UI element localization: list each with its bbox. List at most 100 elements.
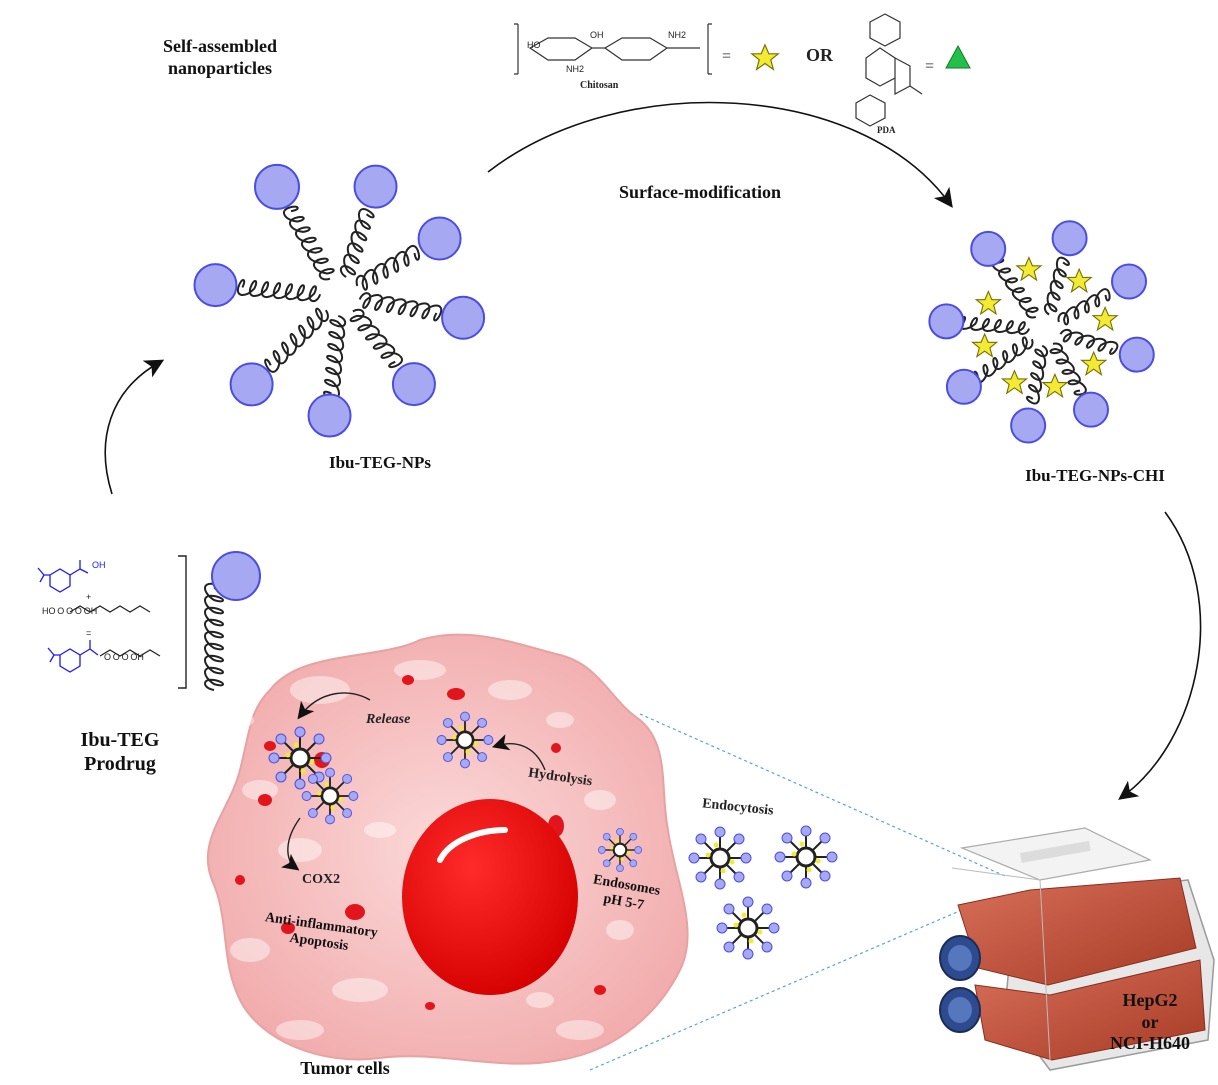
peg-sphere (1010, 407, 1047, 444)
chem-teg: HO O O O OH (42, 606, 98, 616)
vesicle (584, 790, 616, 810)
label-pda: PDA (877, 125, 896, 135)
label-cell-lines: HepG2 or NCI-H640 (1090, 990, 1210, 1055)
arrow-release (297, 692, 371, 720)
chem-oh-chitosan: OH (590, 30, 604, 40)
cell-vesicles (226, 660, 634, 1040)
np-release-2 (300, 766, 360, 826)
label-surface-modification: Surface-modification (619, 182, 781, 202)
chem-ibu-oh: OH (92, 560, 106, 570)
np-hydrolysis (435, 710, 495, 770)
peg-sphere (970, 230, 1007, 267)
peg-sphere (417, 216, 462, 261)
peg-sphere (353, 164, 398, 209)
flask-cap-bottom (939, 987, 981, 1033)
label-equals-chitosan: = (722, 48, 732, 65)
polymer-arm (264, 307, 329, 373)
chem-eq: = (86, 628, 92, 638)
prodrug-sphere (211, 551, 261, 601)
polymer-arm (972, 336, 1034, 384)
arrow-hydrolysis (491, 734, 546, 771)
peg-sphere (391, 362, 436, 407)
vesicle (290, 676, 350, 704)
polymer-arm (1025, 344, 1049, 405)
label-equals-pda: = (925, 58, 935, 75)
polymer-arm (349, 308, 403, 369)
vesicle (230, 938, 270, 962)
label-ibu-teg-nps-chi: Ibu-TEG-NPs-CHI (1025, 466, 1165, 485)
polymer-arm (1057, 288, 1111, 326)
vesicle (364, 822, 396, 838)
polymer-arm (991, 257, 1039, 319)
label-self-assembled: Self-assembled nanoparticles (163, 36, 277, 78)
vesicle (332, 978, 388, 1002)
peg-sphere (1073, 391, 1109, 428)
vesicle (526, 992, 554, 1008)
np-endocytosis-1 (687, 825, 753, 891)
chitosan-star (975, 290, 1002, 315)
label-ibu-teg-prodrug: Ibu-TEG Prodrug (50, 728, 190, 776)
peg-sphere (441, 295, 486, 340)
vesicle (488, 680, 532, 700)
polymer-arm (355, 244, 420, 291)
polymer-arm (358, 292, 443, 322)
np-endocytosis-2 (773, 824, 839, 890)
label-nci: NCI-H640 (1110, 1033, 1190, 1054)
arrow-np-to-cells (1118, 511, 1202, 800)
vesicle (242, 780, 278, 800)
pda-structure (855, 13, 923, 127)
label-release: Release (366, 712, 411, 727)
polymer-arm (1049, 342, 1087, 396)
vesicle (276, 1020, 324, 1040)
label-tumor-cells: Tumor cells (300, 1058, 390, 1078)
label-ibu-teg: Ibu-TEG (80, 729, 160, 751)
label-chitosan: Chitosan (580, 80, 619, 91)
chitosan-star (1042, 373, 1068, 398)
ibuprofen-structure (37, 560, 99, 673)
chitosan-star (1001, 370, 1028, 394)
ibu-teg-nanoparticle (193, 163, 486, 438)
ibu-teg-chi-nanoparticle (928, 220, 1155, 444)
arrow-surface-modification (487, 101, 953, 208)
peg-sphere (229, 362, 274, 407)
peg-sphere (307, 393, 352, 438)
polymer-arm (957, 315, 1031, 336)
vesicle (606, 920, 634, 940)
chem-nh2-bottom: NH2 (566, 64, 585, 74)
chem-prodrug: O O O OH (104, 652, 144, 662)
polymer-arm (339, 208, 375, 278)
chem-plus: + (86, 592, 92, 602)
chitosan-star (1066, 268, 1092, 293)
culture-flask (939, 827, 1215, 1071)
polymer-arm (323, 314, 347, 400)
vesicle (226, 712, 254, 728)
chitosan-star (1081, 351, 1107, 376)
polymer-arm (1059, 328, 1119, 355)
arrow-prodrug-to-np (104, 359, 165, 495)
label-hepg2: HepG2 (1122, 990, 1178, 1010)
prodrug-coil (204, 582, 224, 691)
label-or-lower: or (1141, 1011, 1159, 1032)
prodrug-monomer (204, 551, 261, 691)
arrow-cox2 (280, 817, 301, 871)
chitosan-structure (514, 23, 712, 75)
label-ibu-teg-nps: Ibu-TEG-NPs (328, 453, 432, 472)
peg-sphere (1118, 336, 1155, 373)
label-cox2: COX2 (302, 872, 341, 887)
flask-cap-top (939, 935, 981, 981)
chitosan-star-symbol (751, 44, 779, 70)
polymer-arm (282, 205, 335, 281)
chitosan-star (1016, 256, 1042, 281)
prodrug-bracket (178, 555, 187, 689)
polymer-arm (1043, 256, 1070, 316)
vesicle (556, 1020, 604, 1040)
peg-sphere (945, 368, 982, 405)
peg-sphere (928, 303, 965, 340)
peg-sphere (1111, 263, 1148, 300)
peg-sphere (1051, 220, 1088, 257)
vesicle (394, 660, 446, 680)
np-release-1 (267, 725, 333, 791)
teg-chain (69, 605, 161, 657)
np-endocytosis-3 (715, 895, 781, 961)
